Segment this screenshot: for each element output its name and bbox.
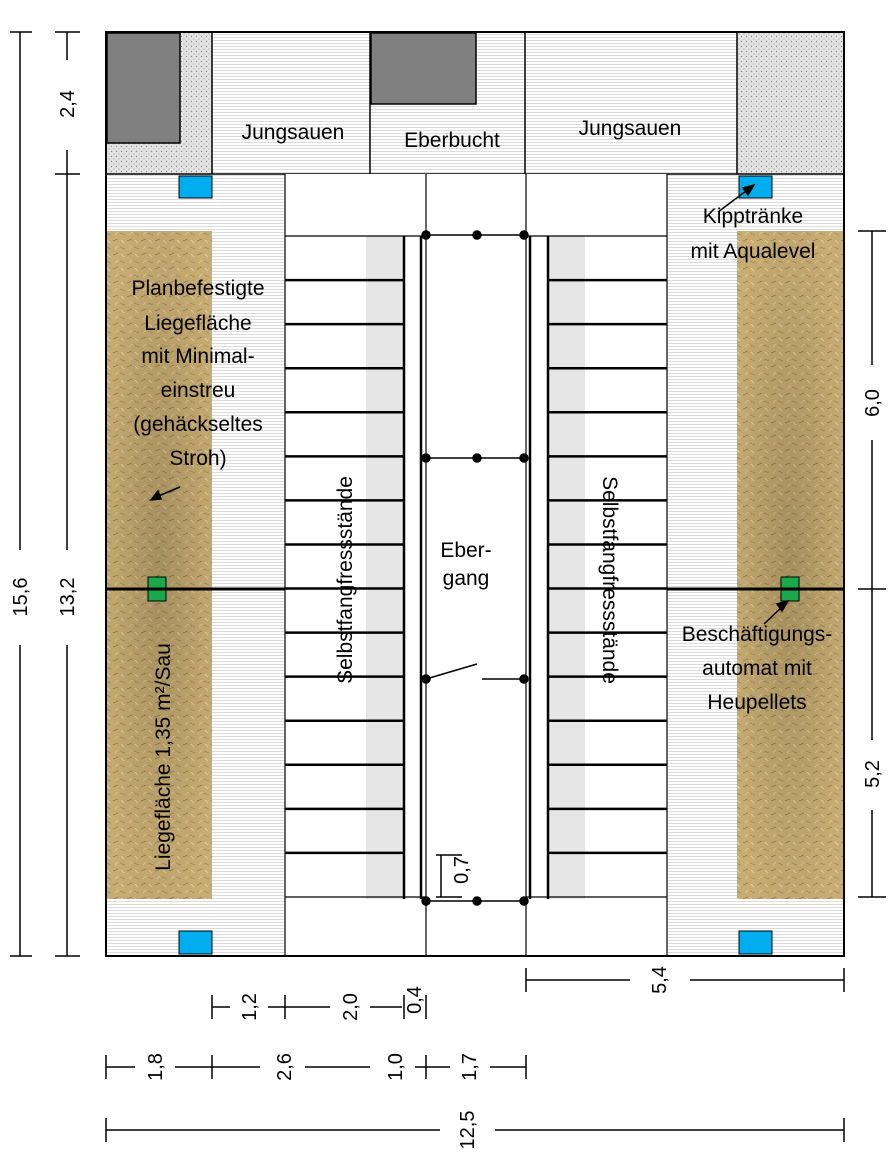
pen-corner-right xyxy=(737,32,844,174)
stall-block-right xyxy=(526,174,667,956)
label-beschaeftigung-3: Heupellets xyxy=(707,691,806,714)
label-jungsauen-left: Jungsauen xyxy=(242,121,345,144)
dim-stall-width: 0,7 xyxy=(451,856,473,884)
drinker-icon xyxy=(738,930,773,955)
label-liege-6: Stroh) xyxy=(169,447,226,470)
label-liege-5: (gehäckseltes xyxy=(133,413,263,436)
dim-row1-c: 0,4 xyxy=(404,986,426,1014)
drinker-icon xyxy=(178,930,213,955)
label-liege-2: Liegefläche xyxy=(144,312,251,335)
feeder-automat-icon xyxy=(147,576,167,602)
stall-block-left xyxy=(285,174,426,956)
stall-dividers xyxy=(285,278,667,855)
label-liege-1: Planbefestigte xyxy=(131,277,264,300)
label-liege-3: mit Minimal- xyxy=(141,345,254,368)
label-liege-4: einstreu xyxy=(161,379,236,402)
dim-right-lower: 5,2 xyxy=(862,760,884,788)
drinker-icon xyxy=(178,175,213,199)
pointer-arrows xyxy=(149,183,790,625)
dim-row2-d: 1,7 xyxy=(459,1053,481,1081)
label-kipptraenke-2: mit Aqualevel xyxy=(691,240,816,263)
label-eberbucht: Eberbucht xyxy=(404,129,500,152)
dark-box-eber xyxy=(370,32,477,105)
dark-box-left xyxy=(106,32,181,144)
dim-row2-a: 1,8 xyxy=(145,1053,167,1081)
label-beschaeftigung-1: Beschäftigungs- xyxy=(682,623,833,646)
stall-backbars xyxy=(402,236,550,899)
dimension-lines xyxy=(10,31,886,1142)
label-selbstfang-left: Selbstfangfressstände xyxy=(334,476,357,684)
ebergang-corridor xyxy=(426,174,526,956)
dim-bottom-right: 5,4 xyxy=(649,966,671,994)
label-kipptraenke-1: Kipptränke xyxy=(703,205,803,228)
dim-row2-b: 2,6 xyxy=(274,1053,296,1081)
dim-left-outer: 15,6 xyxy=(10,578,32,617)
dim-left-main: 13,2 xyxy=(57,578,79,617)
feeder-automat-icon xyxy=(780,576,800,602)
stall-outlines xyxy=(284,174,668,956)
label-jungsauen-right: Jungsauen xyxy=(579,117,682,140)
dim-total: 12,5 xyxy=(457,1111,479,1150)
dim-left-top: 2,4 xyxy=(57,90,79,118)
dim-row1-b: 2,0 xyxy=(340,993,362,1021)
dim-right-upper: 6,0 xyxy=(862,389,884,417)
label-beschaeftigung-2: automat mit xyxy=(702,657,812,680)
label-ebergang-1: Eber- xyxy=(440,539,491,562)
outer-wall xyxy=(105,31,845,957)
label-selbstfang-right: Selbstfangfressstände xyxy=(598,476,621,684)
corridor-gates xyxy=(421,230,529,906)
dim-row1-a: 1,2 xyxy=(239,993,261,1021)
label-ebergang-2: gang xyxy=(443,567,490,590)
dim-row2-c: 1,0 xyxy=(385,1053,407,1081)
label-liegeflaeche-vertical: Liegefläche 1,35 m²/Sau xyxy=(152,643,175,871)
